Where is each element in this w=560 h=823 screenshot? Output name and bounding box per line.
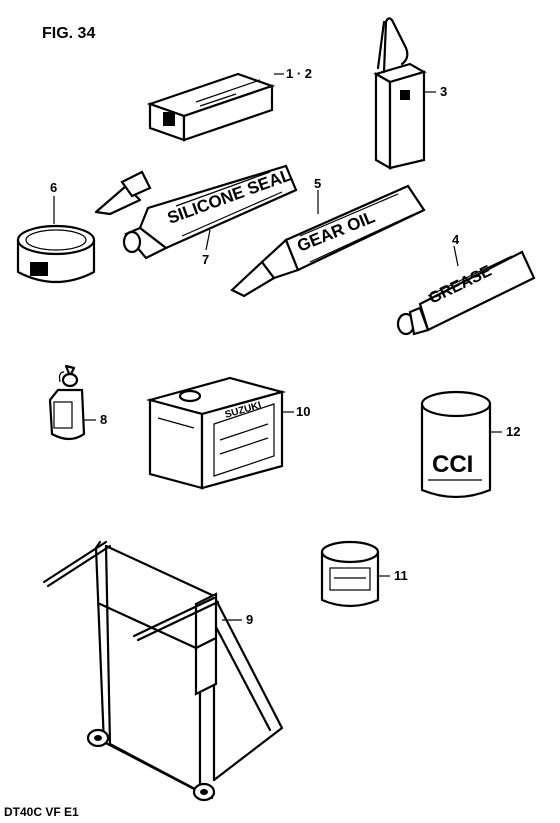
callout-8: 8 <box>100 412 107 427</box>
part-10-oil-can: SUZUKI <box>145 376 287 490</box>
part-8-oil-bottle <box>48 364 86 441</box>
part-6-round-tin <box>16 224 96 284</box>
leader-4 <box>453 245 459 267</box>
part-11-small-can <box>320 540 380 608</box>
callout-10: 10 <box>296 404 310 419</box>
callout-1-2: 1 · 2 <box>286 66 312 81</box>
leader-7 <box>205 229 211 251</box>
part-1-2-sealant-box <box>146 72 276 142</box>
part-12-cci-can: CCI <box>420 390 492 499</box>
part-4-grease-tube: GREASE <box>396 250 536 336</box>
callout-3: 3 <box>440 84 447 99</box>
callout-9: 9 <box>246 612 253 627</box>
figure-title: FIG. 34 <box>42 25 95 42</box>
part-9-motor-stand <box>42 540 284 802</box>
cci-label: CCI <box>432 451 473 478</box>
part-3-sealant-cartridge <box>373 17 427 170</box>
callout-6: 6 <box>50 180 57 195</box>
callout-5: 5 <box>314 176 321 191</box>
part-7-silicone-tube: SILICONE SEAL <box>122 164 298 260</box>
callout-4: 4 <box>452 232 460 247</box>
callout-7: 7 <box>202 252 209 267</box>
part-7-nozzle <box>94 170 152 216</box>
callout-11: 11 <box>394 568 408 583</box>
footer-code: DT40C VF E1 <box>4 805 79 819</box>
callout-12: 12 <box>506 424 520 439</box>
